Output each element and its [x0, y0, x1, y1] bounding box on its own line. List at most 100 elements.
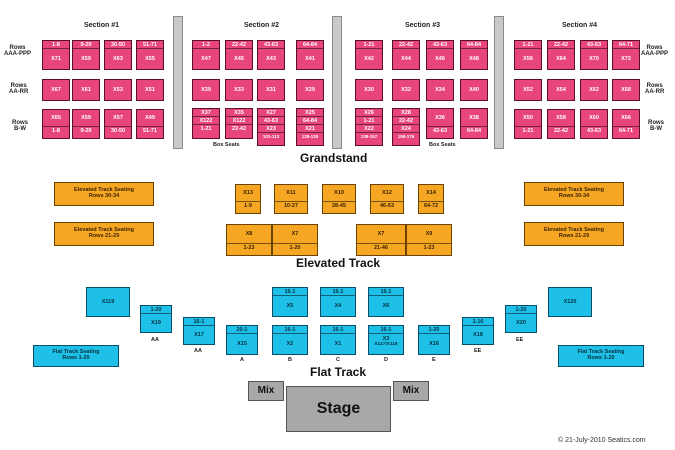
seat-block[interactable]: 22-42 X45	[225, 40, 253, 70]
seat-block[interactable]: X39	[192, 79, 220, 101]
seat-block[interactable]: 16-1 X6	[368, 287, 404, 317]
seat-block[interactable]: X53	[104, 79, 132, 101]
flat-seating-right[interactable]: Flat Track Seating Rows 1-20	[558, 345, 644, 367]
seat-block[interactable]: X54	[547, 79, 575, 101]
seat-block[interactable]: X9 1-23	[406, 224, 452, 256]
seat-block[interactable]: X67	[42, 79, 70, 101]
seat-block[interactable]: X8 1-23	[226, 224, 272, 256]
seat-block[interactable]: X52	[514, 79, 542, 101]
seat-block[interactable]: X14 64-72	[418, 184, 444, 214]
seat-block[interactable]: X26 1-21 X22 139-157	[355, 108, 383, 146]
elevated-seating-left-upper[interactable]: Elevated Track Seating Rows 30-34	[54, 182, 154, 206]
seat-block[interactable]: X51	[136, 79, 164, 101]
seat-block[interactable]: X13 1-9	[235, 184, 261, 214]
seat-block[interactable]: 16-1 X2	[272, 325, 308, 355]
elevated-seating-right-lower[interactable]: Elevated Track Seating Rows 21-29	[524, 222, 624, 246]
section-name: X45	[226, 48, 252, 62]
seat-block[interactable]: 30-50 X63	[104, 40, 132, 70]
seat-block[interactable]: X25 64-84 X21 128-135	[296, 108, 324, 146]
seat-block[interactable]: 1-8 X71	[42, 40, 70, 70]
seat-block[interactable]: 16-1 X1	[320, 325, 356, 355]
seat-block[interactable]: X29	[296, 79, 324, 101]
seat-block[interactable]: X28 22-42 X24 158-176	[392, 108, 420, 146]
section-name: X71	[43, 48, 69, 62]
seat-block[interactable]: X62	[580, 79, 608, 101]
seat-block[interactable]: 16-1 X17	[183, 317, 215, 345]
seat-block[interactable]: 43-63 X70	[580, 40, 608, 70]
seat-block[interactable]: X34	[426, 79, 454, 101]
section-name: X14	[426, 190, 436, 196]
seat-block[interactable]: X35 X122 22-42	[225, 108, 253, 139]
section-name: X29	[305, 87, 315, 93]
seat-block[interactable]: 43-63 X43	[257, 40, 285, 70]
section-name: X34	[435, 87, 445, 93]
section-name: X13	[243, 190, 253, 196]
seat-block[interactable]: X30	[355, 79, 383, 101]
seat-block[interactable]: 22-42 X64	[547, 40, 575, 70]
seat-block[interactable]: 64-84 X41	[296, 40, 324, 70]
seat-block[interactable]: X36 43-63	[426, 108, 454, 139]
seat-block[interactable]: X49 51-71	[136, 109, 164, 139]
section-name: X122	[226, 116, 252, 124]
seat-block[interactable]: 51-71 X55	[136, 40, 164, 70]
seat-block[interactable]: X10 28-45	[322, 184, 356, 214]
seat-block[interactable]: X50 1-21	[514, 109, 542, 139]
seat-block[interactable]: X68	[612, 79, 640, 101]
seat-block[interactable]: 1-16 X18	[462, 317, 494, 345]
seat-block[interactable]: X31	[257, 79, 285, 101]
rows-label: 43-63	[586, 42, 602, 48]
section-name: X58	[556, 115, 566, 121]
section-name: X37	[201, 110, 211, 116]
row-label-text: Rows	[646, 45, 663, 51]
seat-block[interactable]: X7 1-20	[272, 224, 318, 256]
rows-label: 1-23	[227, 243, 271, 251]
seat-block[interactable]: 16-1 X5	[272, 287, 308, 317]
rows-label: 64-71	[618, 42, 634, 48]
seat-block[interactable]: X58 22-42	[547, 109, 575, 139]
seat-block[interactable]: X38 64-84	[460, 108, 488, 139]
seat-block[interactable]: 1-2 X47	[192, 40, 220, 70]
seat-block[interactable]: X27 43-63 X23 101-113	[257, 108, 285, 146]
seat-block[interactable]: 43-63 X46	[426, 40, 454, 70]
elevated-seating-left-lower[interactable]: Elevated Track Seating Rows 21-29	[54, 222, 154, 246]
seat-block[interactable]: X61	[72, 79, 100, 101]
seat-block[interactable]: 20-1 X15	[226, 325, 258, 355]
seat-block[interactable]: X40	[460, 79, 488, 101]
seat-block-x120[interactable]: X120	[548, 287, 592, 317]
seat-block[interactable]: 9-29 X59	[72, 40, 100, 70]
seat-block[interactable]: 1-20 X19	[140, 305, 172, 333]
seat-block[interactable]: 16-1 X4	[320, 287, 356, 317]
seat-block[interactable]: 16-1 X3 X117/X118	[368, 325, 404, 355]
seat-block[interactable]: X65 1-8	[42, 109, 70, 139]
seat-block[interactable]: X11 10-27	[274, 184, 308, 214]
seat-block[interactable]: X7 21-46	[356, 224, 406, 256]
rows-label: 9-29	[73, 126, 99, 134]
elevated-seating-right-upper[interactable]: Elevated Track Seating Rows 30-34	[524, 182, 624, 206]
rows-label: 28-45	[323, 201, 355, 209]
rows-label: 64-84	[461, 126, 487, 134]
seat-block[interactable]: 64-71 X72	[612, 40, 640, 70]
section-name: X38	[469, 115, 479, 121]
seat-block[interactable]: X37 X122 1-21	[192, 108, 220, 139]
seat-block[interactable]: X32	[392, 79, 420, 101]
section-name: X25	[305, 110, 315, 116]
seat-block[interactable]: 1-20 X20	[505, 305, 537, 333]
flat-seating-left[interactable]: Flat Track Seating Rows 1-20	[33, 345, 119, 367]
seat-block[interactable]: X66 64-71	[612, 109, 640, 139]
section-name: X39	[201, 87, 211, 93]
seat-block[interactable]: 64-84 X48	[460, 40, 488, 70]
stage-label: Stage	[316, 400, 361, 417]
seat-block[interactable]: X60 43-63	[580, 109, 608, 139]
seat-block[interactable]: 22-42 X44	[392, 40, 420, 70]
seat-block[interactable]: 1-21 X42	[355, 40, 383, 70]
section-name: X120	[563, 299, 577, 305]
seat-block[interactable]: X59 9-29	[72, 109, 100, 139]
seat-block[interactable]: 1-20 X16	[418, 325, 450, 355]
section-name: X61	[81, 87, 91, 93]
grandstand-label: Grandstand	[300, 151, 368, 165]
seat-block[interactable]: 1-21 X56	[514, 40, 542, 70]
seat-block[interactable]: X33	[225, 79, 253, 101]
seat-block-x119[interactable]: X119	[86, 287, 130, 317]
seat-block[interactable]: X12 46-63	[370, 184, 404, 214]
seat-block[interactable]: X57 30-50	[104, 109, 132, 139]
